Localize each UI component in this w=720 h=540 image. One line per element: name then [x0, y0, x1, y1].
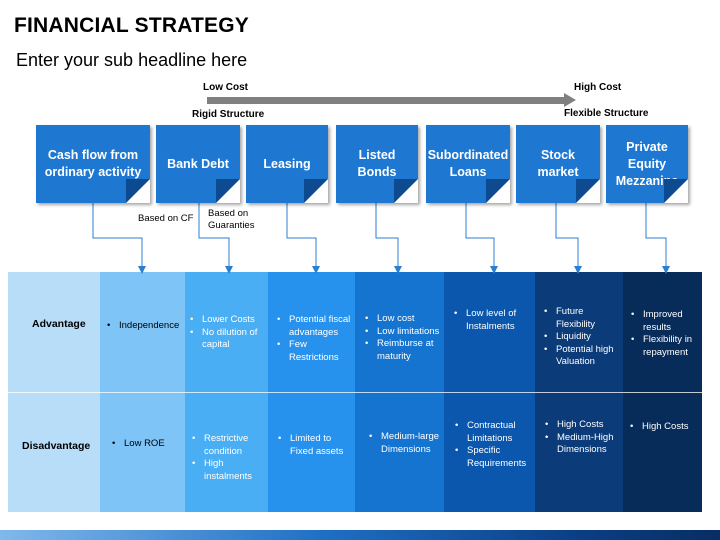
option-label: Private Equity Mezzanine — [615, 139, 679, 188]
option-label: Cash flow from ordinary activity — [44, 148, 142, 179]
advantage-item: Potential fiscal advantages — [277, 314, 355, 339]
row-label-advantage: Advantage — [32, 318, 86, 330]
option-label: Stock market — [537, 148, 579, 179]
option-subordinated-loans: Subordinated Loans — [426, 125, 510, 203]
disadvantage-item: Low ROE — [112, 438, 184, 451]
disadvantage-item: Medium-large Dimensions — [369, 431, 443, 456]
disadvantage-item: Medium-High Dimensions — [545, 432, 621, 457]
advantage-item: No dilution of capital — [190, 327, 266, 352]
note-based-on-cf: Based on CF — [138, 213, 194, 224]
advantage-item: Lower Costs — [190, 314, 266, 327]
disadvantage-cash-flow: Low ROE — [112, 438, 184, 451]
advantage-listed-bonds: Low cost Low limitations Reimburse at ma… — [365, 313, 445, 363]
advantage-item: Reimburse at maturity — [365, 338, 445, 363]
disadvantage-item: High Costs — [630, 421, 702, 434]
advantage-item: Independence — [107, 320, 185, 333]
disadvantage-leasing: Limited to Fixed assets — [278, 433, 354, 458]
advantage-item: Improved results — [631, 309, 703, 334]
disadvantage-item: Specific Requirements — [455, 445, 533, 470]
disadvantage-listed-bonds: Medium-large Dimensions — [369, 431, 443, 456]
disadvantage-item: Contractual Limitations — [455, 420, 533, 445]
connector-subordinated-loans — [465, 203, 498, 274]
option-label: Subordinated Loans — [427, 148, 509, 179]
option-cash-flow: Cash flow from ordinary activity — [36, 125, 150, 203]
page-title: FINANCIAL STRATEGY — [14, 14, 249, 37]
disadvantage-subordinated-loans: Contractual Limitations Specific Require… — [455, 420, 533, 470]
option-label: Listed Bonds — [357, 148, 397, 179]
advantage-cash-flow: Independence — [107, 320, 185, 333]
disadvantage-stock-market: High Costs Medium-High Dimensions — [545, 419, 621, 457]
connector-listed-bonds — [375, 203, 402, 274]
high-cost-label: High Cost — [574, 82, 622, 93]
disadvantage-item: High instalments — [192, 458, 266, 483]
advantage-item: Liquidity — [544, 331, 622, 344]
disadvantage-private-equity: High Costs — [630, 421, 702, 434]
option-bank-debt: Bank Debt — [156, 125, 240, 203]
advantage-item: Few Restrictions — [277, 339, 355, 364]
option-label: Leasing — [263, 156, 311, 171]
footer-bar — [0, 530, 720, 540]
disadvantage-item: Restrictive condition — [192, 433, 266, 458]
connector-leasing — [286, 203, 320, 274]
option-listed-bonds: Listed Bonds — [336, 125, 418, 203]
advantage-item: Low level of Instalments — [454, 308, 532, 333]
advantage-item: Future Flexibility — [544, 306, 622, 331]
disadvantage-item: Limited to Fixed assets — [278, 433, 354, 458]
advantage-subordinated-loans: Low level of Instalments — [454, 308, 532, 333]
advantage-bank-debt: Lower Costs No dilution of capital — [190, 314, 266, 352]
note-based-on-guaranties: Based on Guaranties — [208, 208, 255, 231]
option-private-equity: Private Equity Mezzanine — [606, 125, 688, 203]
advantage-item: Low limitations — [365, 326, 445, 339]
option-leasing: Leasing — [246, 125, 328, 203]
advantage-stock-market: Future Flexibility Liquidity Potential h… — [544, 306, 622, 369]
disadvantage-item: High Costs — [545, 419, 621, 432]
advantage-private-equity: Improved results Flexibility in repaymen… — [631, 309, 703, 359]
cost-scale-arrow-head — [564, 93, 576, 107]
rigid-structure-label: Rigid Structure — [192, 109, 265, 120]
advantage-item: Potential high Valuation — [544, 344, 622, 369]
cost-scale-arrow-shaft — [207, 97, 565, 104]
advantage-item: Flexibility in repayment — [631, 334, 703, 359]
row-divider — [8, 392, 702, 393]
flexible-structure-label: Flexible Structure — [564, 108, 649, 119]
advantage-item: Low cost — [365, 313, 445, 326]
low-cost-label: Low Cost — [203, 82, 248, 93]
option-label: Bank Debt — [167, 156, 229, 171]
row-label-disadvantage: Disadvantage — [22, 440, 91, 452]
option-stock-market: Stock market — [516, 125, 600, 203]
connector-cash-flow — [92, 203, 146, 274]
connector-stock-market — [555, 203, 582, 274]
advantage-leasing: Potential fiscal advantages Few Restrict… — [277, 314, 355, 364]
connector-private-equity — [645, 203, 670, 274]
disadvantage-bank-debt: Restrictive condition High instalments — [192, 433, 266, 483]
page-subtitle: Enter your sub headline here — [16, 50, 248, 70]
